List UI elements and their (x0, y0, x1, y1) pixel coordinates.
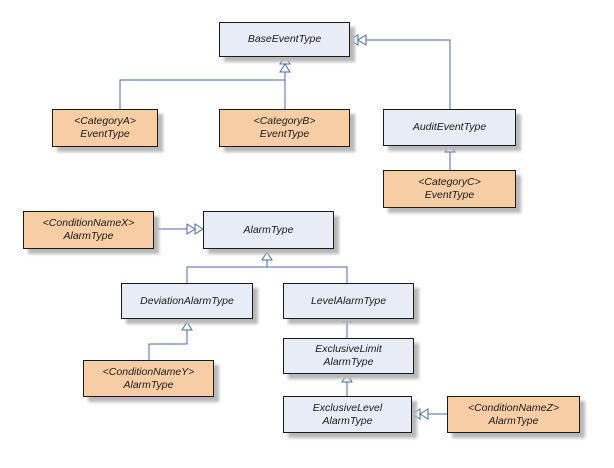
audit-event-type-label: AuditEventType (412, 121, 487, 133)
alarm-type-label: AlarmType (243, 223, 294, 236)
condition-name-y-alarm-type-label: <ConditionNameY> AlarmType (102, 365, 195, 391)
alarm-type-box: AlarmType (203, 211, 334, 249)
category-a-event-type-box: <CategoryA> EventType (52, 109, 158, 147)
inheritance-arrowhead (349, 34, 359, 46)
level-alarm-type-box: LevelAlarmType (283, 283, 414, 319)
inheritance-arrowhead (341, 373, 353, 383)
category-b-event-type-box: <CategoryB> EventType (219, 109, 350, 147)
condition-name-x-alarm-type-box: <ConditionNameX> AlarmType (23, 211, 154, 249)
inheritance-arrowhead (357, 34, 367, 46)
connector-category-a-to-base (119, 64, 286, 112)
exclusive-level-alarm-type-label: ExclusiveLevel AlarmType (312, 401, 383, 427)
exclusive-limit-alarm-type-label: ExclusiveLimit AlarmType (315, 343, 382, 368)
level-alarm-type-label: LevelAlarmType (310, 294, 387, 307)
deviation-alarm-type-label: DeviationAlarmType (140, 294, 234, 307)
condition-name-x-alarm-type-label: <ConditionNameX> AlarmType (42, 217, 135, 242)
condition-name-y-alarm-type-box: <ConditionNameY> AlarmType (83, 360, 214, 397)
inheritance-arrowhead (411, 408, 421, 420)
base-event-type-label: BaseEventType (247, 33, 322, 45)
exclusive-level-alarm-type-box: ExclusiveLevel AlarmType (283, 396, 412, 433)
inheritance-arrowhead (279, 55, 291, 65)
deviation-alarm-type-box: DeviationAlarmType (121, 283, 253, 319)
connector-condition-y-to-deviation (148, 330, 188, 362)
exclusive-limit-alarm-type-box: ExclusiveLimit AlarmType (283, 338, 414, 374)
inheritance-arrowhead (279, 63, 291, 73)
connector-audit-to-base (366, 39, 451, 112)
category-a-event-type-label: <CategoryA> EventType (74, 115, 136, 140)
inheritance-arrowhead (444, 143, 456, 153)
inheritance-arrowhead (194, 223, 204, 235)
category-c-event-type-box: <CategoryC> EventType (383, 170, 516, 208)
inheritance-arrowhead (186, 223, 196, 235)
inheritance-arrowhead (181, 321, 193, 331)
inheritance-arrowhead (261, 251, 273, 261)
connector-level-to-alarm (267, 266, 348, 285)
condition-name-z-alarm-type-box: <ConditionNameZ> AlarmType (447, 396, 580, 433)
inheritance-arrowhead (419, 408, 429, 420)
category-c-event-type-label: <CategoryC> EventType (418, 176, 481, 201)
condition-name-z-alarm-type-label: <ConditionNameZ> AlarmType (467, 401, 560, 427)
audit-event-type-box: AuditEventType (383, 109, 516, 146)
base-event-type-box: BaseEventType (219, 22, 350, 57)
category-b-event-type-label: <CategoryB> EventType (253, 115, 316, 140)
connector-deviation-to-alarm (186, 260, 268, 285)
